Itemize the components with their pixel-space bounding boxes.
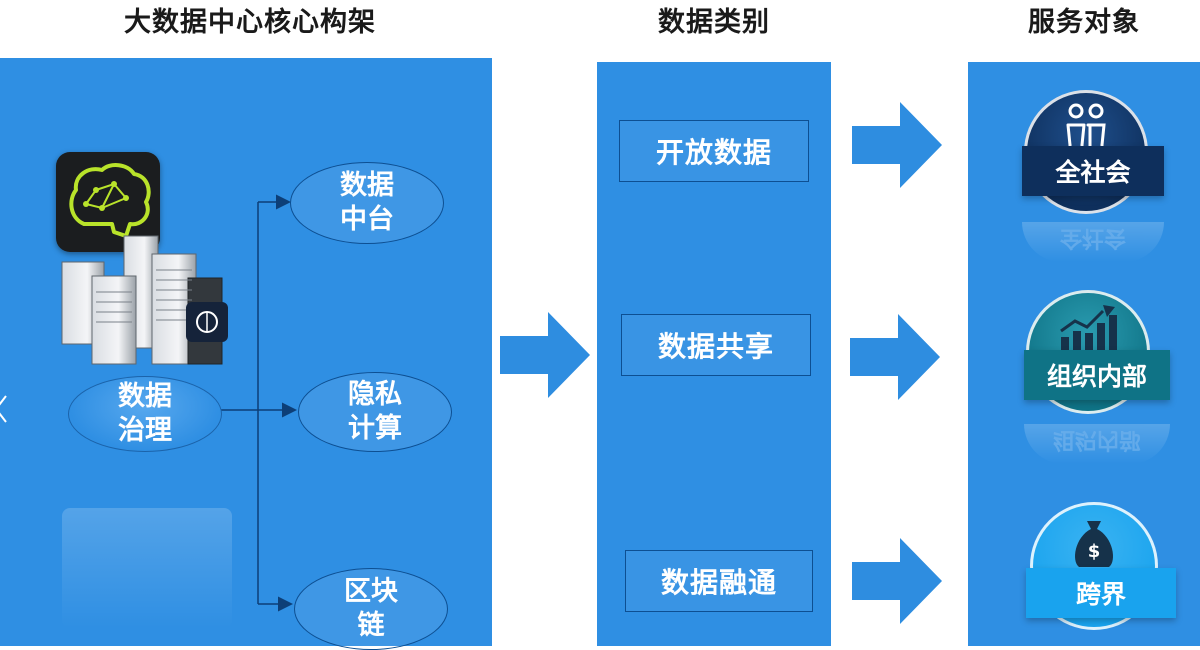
category-data-sharing: 数据共享 [621, 314, 811, 376]
internal-reflection: 组织内部 [1024, 424, 1170, 464]
categories-panel: 开放数据 数据共享 数据融通 [597, 62, 831, 646]
architecture-title: 大数据中心核心构架 [124, 7, 376, 38]
internal-label: 组织内部 [1024, 350, 1170, 400]
arrow-right-icon [852, 538, 942, 624]
society-reflection: 全社会 [1022, 222, 1164, 262]
arrow-right-icon [850, 314, 940, 400]
server-cluster-icon [61, 235, 228, 365]
categories-title: 数据类别 [658, 7, 770, 38]
targets-panel: 全社会 全社会 组织内部 组织内部 $ 跨界 [968, 62, 1200, 646]
arrow-right-icon [852, 102, 942, 188]
privacy-computing-node: 隐私 计算 [298, 372, 452, 452]
architecture-panel: 数据 治理 数据 中台 隐私 计算 区块 链 [0, 58, 492, 650]
targets-title: 服务对象 [1028, 7, 1140, 38]
category-data-fusion: 数据融通 [625, 550, 813, 612]
society-label: 全社会 [1022, 146, 1164, 196]
society-reflection-text: 全社会 [1059, 225, 1126, 250]
blockchain-node: 区块 链 [294, 568, 448, 650]
category-open-data: 开放数据 [619, 120, 809, 182]
growth-chart-icon [1060, 305, 1117, 351]
governance-node: 数据 治理 [68, 376, 222, 452]
money-bag-icon: $ [1075, 521, 1113, 567]
data-middle-platform-node: 数据 中台 [290, 162, 444, 244]
ai-brain-icon [56, 152, 160, 252]
internal-reflection-text: 组织内部 [1052, 427, 1141, 452]
server-reflection [62, 508, 232, 628]
crossover-label: 跨界 [1026, 568, 1176, 618]
arrow-right-icon [500, 312, 590, 398]
connector-lines [220, 194, 297, 612]
svg-text:$: $ [1088, 541, 1101, 562]
chevron-left-icon [0, 395, 7, 423]
